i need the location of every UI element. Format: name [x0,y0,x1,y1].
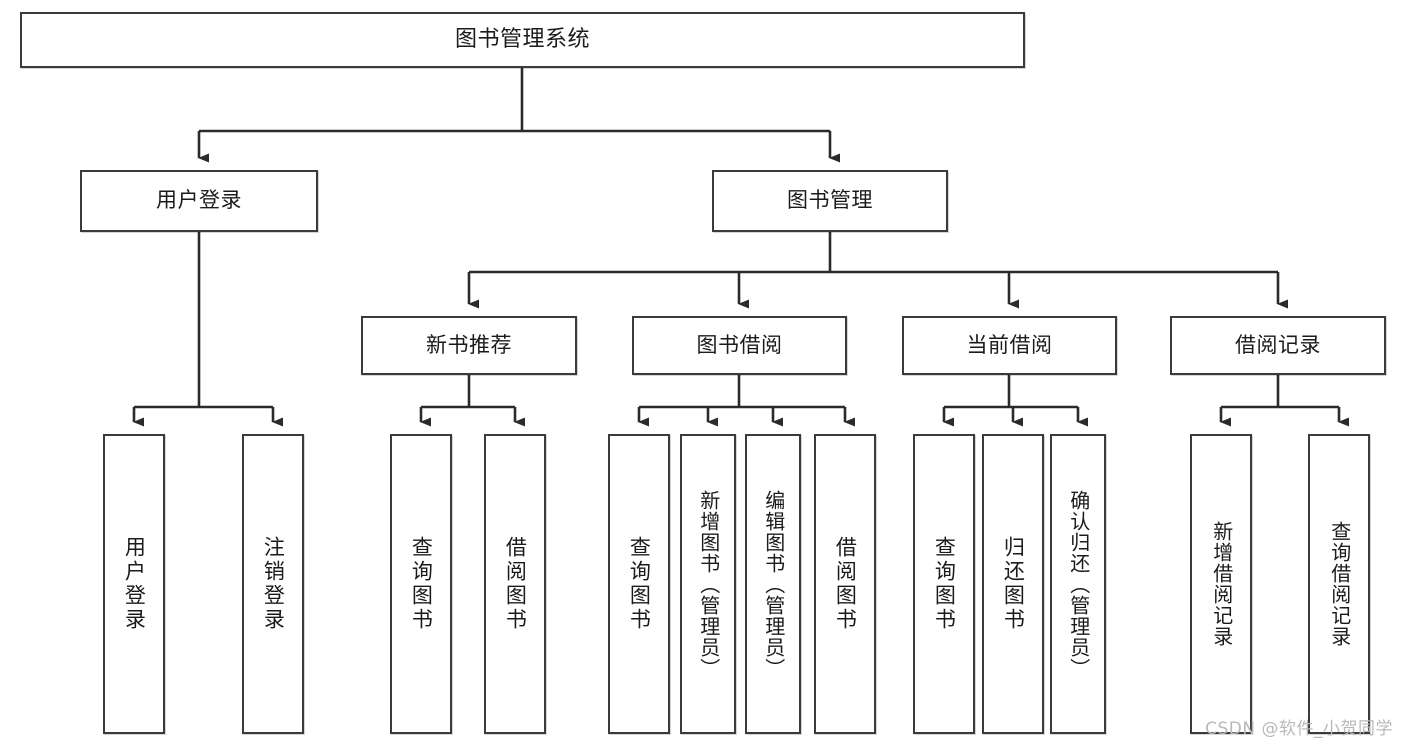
leaf-query-book-borrow[interactable]: 查询图书 [608,434,670,734]
node-label: 编辑图书（管理员） [761,489,786,679]
leaf-edit-book-admin[interactable]: 编辑图书（管理员） [745,434,801,734]
node-book-management[interactable]: 图书管理 [712,170,948,232]
node-label: 归还图书 [1001,536,1026,632]
node-label: 新书推荐 [426,332,512,357]
node-label: 新增借阅记录 [1209,521,1234,647]
leaf-query-book-recommend[interactable]: 查询图书 [390,434,452,734]
node-current-borrow[interactable]: 当前借阅 [902,316,1117,375]
node-label: 图书管理 [787,188,873,213]
node-label: 查询借阅记录 [1327,521,1352,647]
node-label: 查询图书 [932,536,957,632]
leaf-borrow-book[interactable]: 借阅图书 [814,434,876,734]
node-label: 当前借阅 [966,332,1053,357]
node-book-borrow[interactable]: 图书借阅 [632,316,847,375]
leaf-borrow-book-recommend[interactable]: 借阅图书 [484,434,546,734]
node-label: 图书借阅 [696,332,783,357]
node-label: 用户登录 [122,536,147,632]
node-label: 查询图书 [409,536,434,632]
node-label: 注销登录 [261,536,286,632]
leaf-logout[interactable]: 注销登录 [242,434,304,734]
node-label: 图书管理系统 [454,26,590,52]
leaf-add-borrow-record[interactable]: 新增借阅记录 [1190,434,1252,734]
leaf-query-book-current[interactable]: 查询图书 [913,434,975,734]
leaf-return-book[interactable]: 归还图书 [982,434,1044,734]
node-root-system[interactable]: 图书管理系统 [20,12,1025,68]
watermark-text: CSDN @软件_小贺同学 [1205,719,1393,739]
node-borrow-record[interactable]: 借阅记录 [1170,316,1386,375]
node-label: 新增图书（管理员） [696,489,721,679]
leaf-query-borrow-record[interactable]: 查询借阅记录 [1308,434,1370,734]
node-label: 查询图书 [627,536,652,632]
node-label: 借阅图书 [833,536,858,632]
node-label: 借阅图书 [503,536,528,632]
leaf-add-book-admin[interactable]: 新增图书（管理员） [680,434,736,734]
leaf-user-login[interactable]: 用户登录 [103,434,165,734]
leaf-confirm-return-admin[interactable]: 确认归还（管理员） [1050,434,1106,734]
node-label: 确认归还（管理员） [1066,489,1091,679]
node-label: 借阅记录 [1235,332,1321,357]
node-new-book-recommend[interactable]: 新书推荐 [361,316,577,375]
node-label: 用户登录 [156,188,242,213]
node-user-login[interactable]: 用户登录 [80,170,318,232]
